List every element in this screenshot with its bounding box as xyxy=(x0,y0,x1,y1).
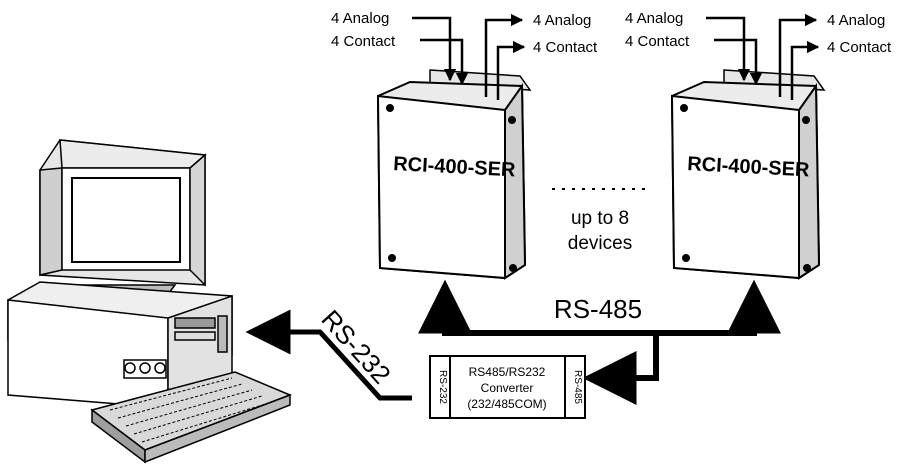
converter-title-line1: RS485/RS232 xyxy=(469,365,546,379)
rs485-bus xyxy=(418,279,781,405)
device-count-line2: devices xyxy=(568,233,632,254)
device-1: RCI-400-SER 4 Analog 4 Contact 4 Analog … xyxy=(331,10,598,280)
device-count-line1: up to 8 xyxy=(571,208,629,229)
device-1-input-contact-label: 4 Contact xyxy=(331,33,396,50)
device-2-output-analog-label: 4 Analog xyxy=(827,12,885,29)
keyboard-icon xyxy=(90,371,293,464)
device-1-input-analog-label: 4 Analog xyxy=(331,10,389,27)
converter-title-line2: Converter xyxy=(481,381,534,395)
device-1-output-contact-label: 4 Contact xyxy=(533,39,598,56)
converter-title-line3: (232/485COM) xyxy=(467,397,546,411)
converter-port-rs485: RS-485 xyxy=(572,370,583,404)
converter-port-rs232: RS-232 xyxy=(437,370,448,404)
device-1-enclosure xyxy=(376,80,527,280)
device-2: RCI-400-SER 4 Analog 4 Contact 4 Analog … xyxy=(625,10,892,280)
device-2-input-contact-label: 4 Contact xyxy=(625,33,690,50)
converter-box: RS485/RS232 Converter (232/485COM) RS-23… xyxy=(429,355,586,419)
rs232-link-label: RS-232 xyxy=(316,304,397,390)
computer-icon xyxy=(7,139,293,464)
rs232-link xyxy=(245,309,412,401)
device-1-output-analog-label: 4 Analog xyxy=(533,12,591,29)
device-2-output-contact-label: 4 Contact xyxy=(827,39,892,56)
device-2-input-analog-label: 4 Analog xyxy=(625,10,683,27)
monitor-icon xyxy=(39,139,207,299)
rs485-bus-label: RS-485 xyxy=(554,294,642,324)
device-2-enclosure xyxy=(670,80,821,280)
